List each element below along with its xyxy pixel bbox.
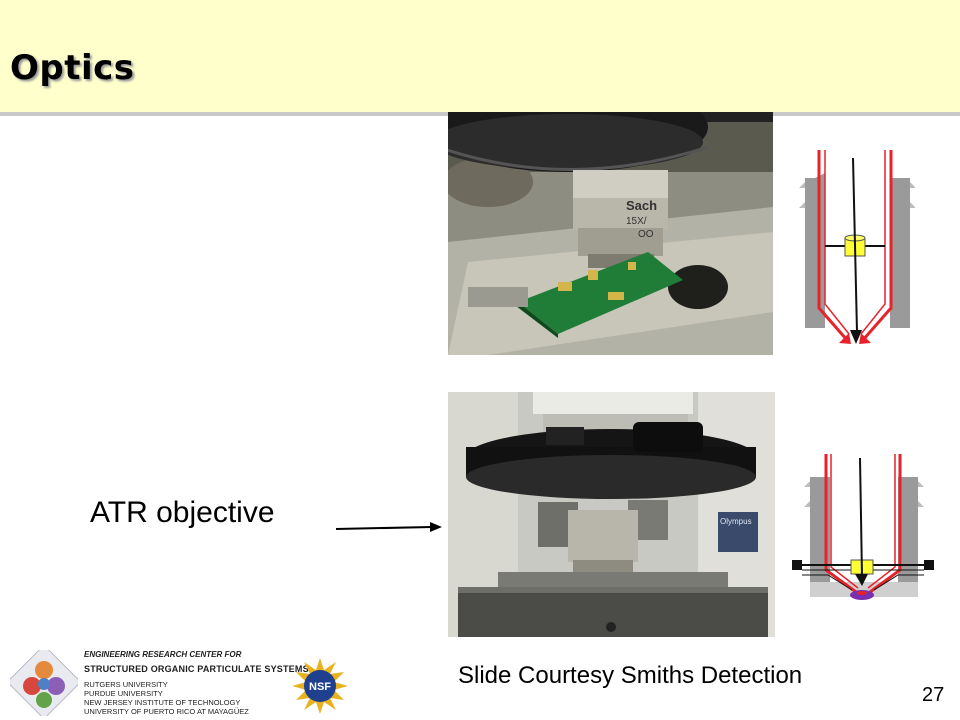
footer-university-3: NEW JERSEY INSTITUTE OF TECHNOLOGY [84, 698, 241, 707]
erc-logo-icon [10, 650, 78, 716]
title-band [0, 0, 960, 112]
microscope-photo-bottom: Olympus [448, 392, 775, 637]
footer-center-line2: STRUCTURED ORGANIC PARTICULATE SYSTEMS [84, 664, 309, 674]
slide-title: Optics [10, 48, 135, 88]
image-credit: Slide Courtesy Smiths Detection [458, 662, 803, 689]
lens-engraving-3: OO [638, 229, 654, 240]
pointer-arrow-icon [336, 522, 442, 532]
nsf-logo-text: NSF [309, 681, 331, 693]
page-number: 27 [922, 684, 945, 706]
footer-center-line1: ENGINEERING RESEARCH CENTER FOR [84, 650, 242, 659]
footer-university-2: PURDUE UNIVERSITY [84, 689, 163, 698]
olympus-badge: Olympus [720, 517, 752, 526]
atr-schematic-bottom [792, 454, 934, 600]
microscope-photo-top: Sach 15X/ OO [448, 112, 773, 355]
footer-university-1: RUTGERS UNIVERSITY [84, 680, 168, 689]
atr-schematic-top [799, 150, 915, 344]
lens-engraving-1: Sach [626, 198, 657, 213]
atr-objective-label: ATR objective [90, 496, 275, 529]
nsf-logo-icon: NSF [292, 658, 348, 714]
lens-engraving-2: 15X/ [626, 216, 647, 227]
footer-university-4: UNIVERSITY OF PUERTO RICO AT MAYAGÜEZ [84, 707, 249, 716]
